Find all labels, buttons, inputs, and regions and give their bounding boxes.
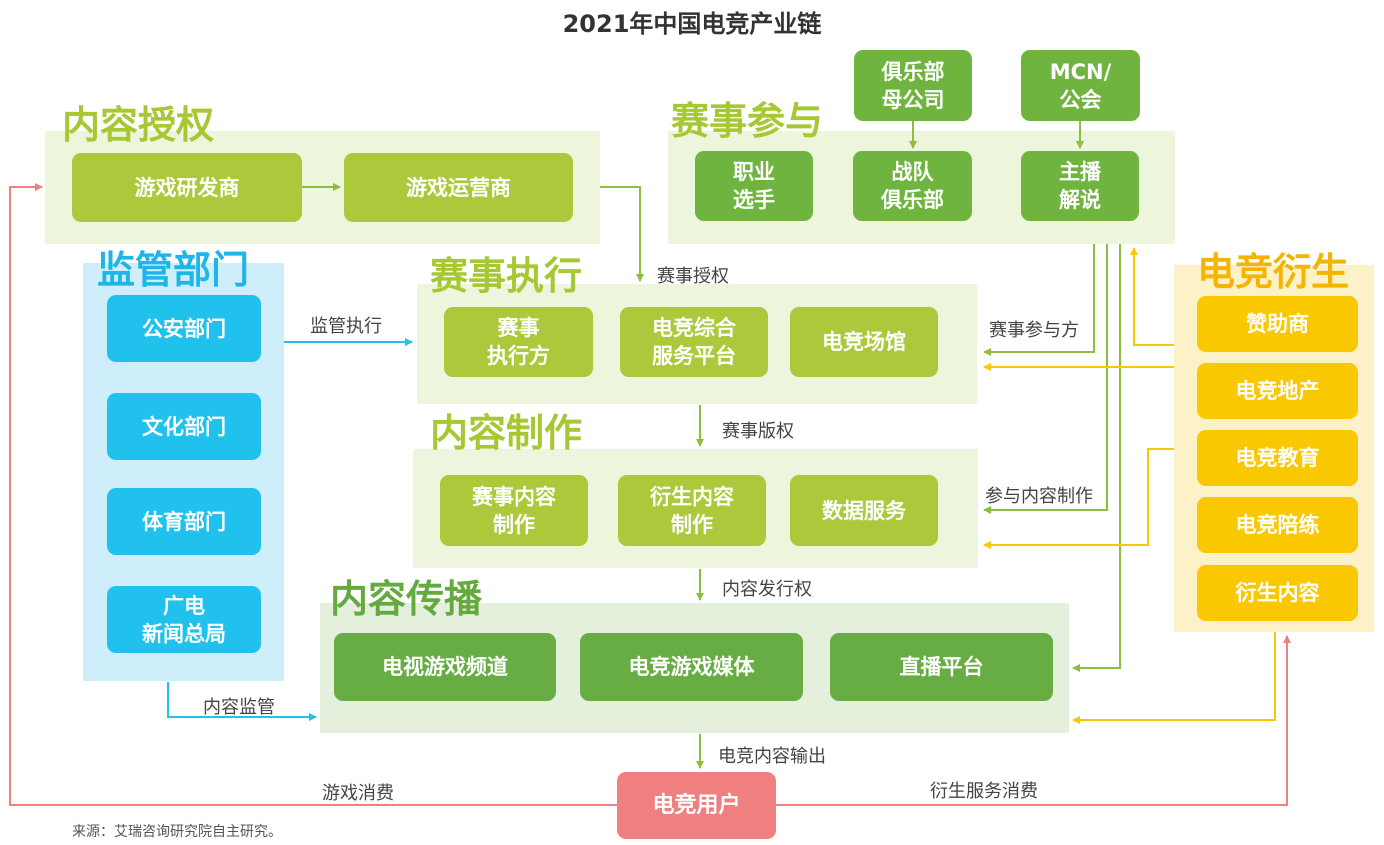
esports-users-box: 电竞用户 (617, 772, 776, 839)
sports-dept-box: 体育部门 (107, 488, 261, 555)
label-event-copyright: 赛事版权 (722, 421, 794, 442)
game-operator-box: 游戏运营商 (344, 153, 573, 222)
section-event-participation: 赛事参与 (671, 99, 824, 143)
team-club-box: 战队 俱乐部 (853, 151, 972, 221)
label-participate-content: 参与内容制作 (985, 486, 1093, 507)
event-executor-box: 赛事 执行方 (444, 307, 593, 377)
label-content-regulation: 内容监管 (203, 697, 275, 718)
club-parent-box: 俱乐部 母公司 (854, 50, 972, 121)
derivative-content-box: 衍生内容 (1197, 565, 1358, 621)
education-box: 电竞教育 (1197, 430, 1358, 486)
training-box: 电竞陪练 (1197, 497, 1358, 553)
sponsor-box: 赞助商 (1197, 296, 1358, 352)
real-estate-box: 电竞地产 (1197, 363, 1358, 419)
tv-channel-box: 电视游戏频道 (334, 633, 556, 701)
event-content-box: 赛事内容 制作 (440, 475, 588, 546)
mcn-box: MCN/ 公会 (1021, 50, 1140, 121)
esports-media-box: 电竞游戏媒体 (580, 633, 803, 701)
pro-player-box: 职业 选手 (695, 151, 813, 221)
streamer-box: 主播 解说 (1021, 151, 1139, 221)
diagram-title: 2021年中国电竞产业链 (562, 10, 822, 38)
game-developer-box: 游戏研发商 (72, 153, 302, 222)
label-event-participant: 赛事参与方 (989, 320, 1079, 341)
derivative-content-production-box: 衍生内容 制作 (618, 475, 766, 546)
section-derivatives: 电竞衍生 (1197, 250, 1350, 294)
label-game-consumption: 游戏消费 (322, 783, 394, 804)
section-content-license: 内容授权 (62, 103, 215, 147)
section-content-distribution: 内容传播 (330, 577, 483, 621)
culture-dept-box: 文化部门 (107, 393, 261, 460)
label-event-license: 赛事授权 (657, 266, 729, 287)
source-note: 来源：艾瑞咨询研究院自主研究。 (72, 824, 282, 840)
label-content-output: 电竞内容输出 (718, 746, 826, 767)
venue-box: 电竞场馆 (790, 307, 938, 377)
label-distribution-right: 内容发行权 (722, 579, 812, 600)
service-platform-box: 电竞综合 服务平台 (620, 307, 768, 377)
data-service-box: 数据服务 (790, 475, 938, 546)
live-platform-box: 直播平台 (830, 633, 1053, 701)
section-regulation: 监管部门 (97, 248, 250, 292)
label-derivative-consumption: 衍生服务消费 (930, 781, 1038, 802)
label-regulation-exec: 监管执行 (310, 316, 382, 337)
section-content-production: 内容制作 (430, 411, 583, 455)
police-dept-box: 公安部门 (107, 295, 261, 362)
sarft-box: 广电 新闻总局 (107, 586, 261, 653)
section-event-execution: 赛事执行 (430, 254, 583, 298)
